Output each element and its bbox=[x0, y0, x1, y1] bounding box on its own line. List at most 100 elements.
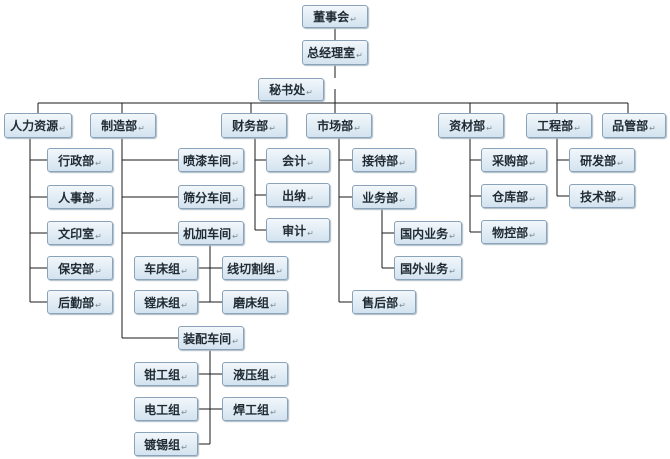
org-node-label: 线切割组 bbox=[227, 261, 276, 276]
paragraph-mark-icon: ↵ bbox=[354, 124, 361, 133]
org-node-purchasing: 采购部↵ bbox=[481, 148, 547, 172]
org-node-label: 镀锡组 bbox=[144, 437, 181, 452]
paragraph-mark-icon: ↵ bbox=[270, 407, 277, 417]
org-node-admin: 行政部↵ bbox=[47, 148, 113, 172]
org-node-label: 机加车间 bbox=[183, 226, 232, 241]
org-node-welding: 焊工组↵ bbox=[222, 397, 288, 421]
org-node-label: 筛分车间 bbox=[183, 190, 232, 205]
paragraph-mark-icon: ↵ bbox=[449, 266, 456, 276]
org-node-screening: 筛分车间↵ bbox=[178, 185, 244, 209]
paragraph-mark-icon: ↵ bbox=[232, 336, 239, 346]
paragraph-mark-icon: ↵ bbox=[356, 51, 363, 60]
org-node-marketing: 市场部↵ bbox=[306, 113, 372, 138]
paragraph-mark-icon: ↵ bbox=[95, 300, 102, 310]
org-node-label: 车床组 bbox=[144, 261, 181, 276]
org-node-qc: 品管部↵ bbox=[602, 113, 666, 138]
paragraph-mark-icon: ↵ bbox=[399, 300, 406, 310]
org-node-aftersales: 售后部↵ bbox=[352, 290, 416, 314]
org-node-label: 市场部 bbox=[317, 119, 354, 133]
org-node-reception: 接待部↵ bbox=[352, 148, 416, 172]
paragraph-mark-icon: ↵ bbox=[399, 158, 406, 168]
org-node-label: 喷漆车间 bbox=[183, 153, 232, 168]
org-node-label: 文印室 bbox=[58, 226, 95, 241]
paragraph-mark-icon: ↵ bbox=[232, 231, 239, 241]
org-node-label: 董事会 bbox=[313, 10, 350, 24]
org-node-technical: 技术部↵ bbox=[569, 184, 635, 208]
org-node-painting: 喷漆车间↵ bbox=[178, 148, 244, 172]
paragraph-mark-icon: ↵ bbox=[95, 231, 102, 241]
org-node-label: 磨床组 bbox=[233, 295, 270, 310]
org-node-accounting: 会计↵ bbox=[266, 148, 330, 172]
org-node-label: 采购部 bbox=[492, 153, 529, 168]
org-node-printing: 文印室↵ bbox=[47, 221, 113, 245]
org-node-cashier: 出纳↵ bbox=[266, 183, 330, 207]
org-node-label: 接待部 bbox=[362, 153, 399, 168]
paragraph-mark-icon: ↵ bbox=[529, 194, 536, 204]
org-node-label: 财务部 bbox=[232, 119, 269, 133]
org-node-label: 装配车间 bbox=[183, 331, 232, 346]
org-node-label: 国内业务 bbox=[400, 226, 449, 241]
org-node-secretary: 秘书处↵ bbox=[258, 78, 324, 101]
org-node-label: 保安部 bbox=[58, 261, 95, 276]
org-node-foreign: 国外业务↵ bbox=[394, 256, 462, 280]
org-node-label: 镗床组 bbox=[144, 295, 181, 310]
paragraph-mark-icon: ↵ bbox=[529, 230, 536, 240]
org-node-label: 会计 bbox=[282, 153, 307, 168]
paragraph-mark-icon: ↵ bbox=[181, 442, 188, 452]
org-node-label: 技术部 bbox=[580, 189, 617, 204]
org-node-label: 电工组 bbox=[144, 402, 181, 417]
org-node-label: 物控部 bbox=[492, 225, 529, 240]
paragraph-mark-icon: ↵ bbox=[232, 195, 239, 205]
org-node-label: 仓库部 bbox=[492, 189, 529, 204]
org-node-label: 制造部 bbox=[101, 119, 138, 133]
paragraph-mark-icon: ↵ bbox=[270, 300, 277, 310]
paragraph-mark-icon: ↵ bbox=[138, 124, 145, 133]
org-node-assembly: 装配车间↵ bbox=[178, 326, 244, 350]
org-node-label: 秘书处 bbox=[269, 83, 306, 97]
org-node-label: 业务部 bbox=[362, 190, 399, 205]
org-node-label: 人事部 bbox=[58, 190, 95, 205]
org-node-fitter: 钳工组↵ bbox=[134, 362, 198, 386]
org-node-board: 董事会↵ bbox=[302, 5, 368, 28]
paragraph-mark-icon: ↵ bbox=[181, 266, 188, 276]
org-node-tinning: 镀锡组↵ bbox=[134, 432, 198, 456]
paragraph-mark-icon: ↵ bbox=[95, 195, 102, 205]
org-node-electrician: 电工组↵ bbox=[134, 397, 198, 421]
org-node-label: 钳工组 bbox=[144, 367, 181, 382]
org-node-lathe: 车床组↵ bbox=[134, 256, 198, 280]
paragraph-mark-icon: ↵ bbox=[306, 88, 313, 97]
org-node-label: 液压组 bbox=[233, 367, 270, 382]
org-node-label: 国外业务 bbox=[400, 261, 449, 276]
org-node-label: 行政部 bbox=[58, 153, 95, 168]
org-node-rnd: 研发部↵ bbox=[569, 148, 635, 172]
paragraph-mark-icon: ↵ bbox=[269, 124, 276, 133]
paragraph-mark-icon: ↵ bbox=[350, 15, 357, 24]
paragraph-mark-icon: ↵ bbox=[617, 194, 624, 204]
org-node-security: 保安部↵ bbox=[47, 256, 113, 280]
org-node-label: 审计 bbox=[282, 223, 307, 238]
org-node-gm: 总经理室↵ bbox=[302, 40, 368, 65]
paragraph-mark-icon: ↵ bbox=[95, 158, 102, 168]
org-node-personnel: 人事部↵ bbox=[47, 185, 113, 209]
org-node-label: 后勤部 bbox=[58, 295, 95, 310]
org-node-hydraulic: 液压组↵ bbox=[222, 362, 288, 386]
org-node-label: 焊工组 bbox=[233, 402, 270, 417]
paragraph-mark-icon: ↵ bbox=[270, 372, 277, 382]
org-node-business: 业务部↵ bbox=[352, 185, 416, 209]
org-node-label: 工程部 bbox=[537, 119, 574, 133]
org-node-domestic: 国内业务↵ bbox=[394, 221, 462, 245]
org-node-label: 资材部 bbox=[449, 119, 486, 133]
org-node-label: 总经理室 bbox=[307, 46, 356, 60]
paragraph-mark-icon: ↵ bbox=[181, 372, 188, 382]
org-node-warehouse: 仓库部↵ bbox=[481, 184, 547, 208]
paragraph-mark-icon: ↵ bbox=[307, 158, 314, 168]
org-node-label: 售后部 bbox=[362, 295, 399, 310]
org-node-label: 品管部 bbox=[612, 119, 649, 133]
paragraph-mark-icon: ↵ bbox=[181, 407, 188, 417]
org-node-machining: 机加车间↵ bbox=[178, 221, 244, 245]
paragraph-mark-icon: ↵ bbox=[59, 124, 66, 133]
org-node-boring: 镗床组↵ bbox=[134, 290, 198, 314]
paragraph-mark-icon: ↵ bbox=[95, 266, 102, 276]
